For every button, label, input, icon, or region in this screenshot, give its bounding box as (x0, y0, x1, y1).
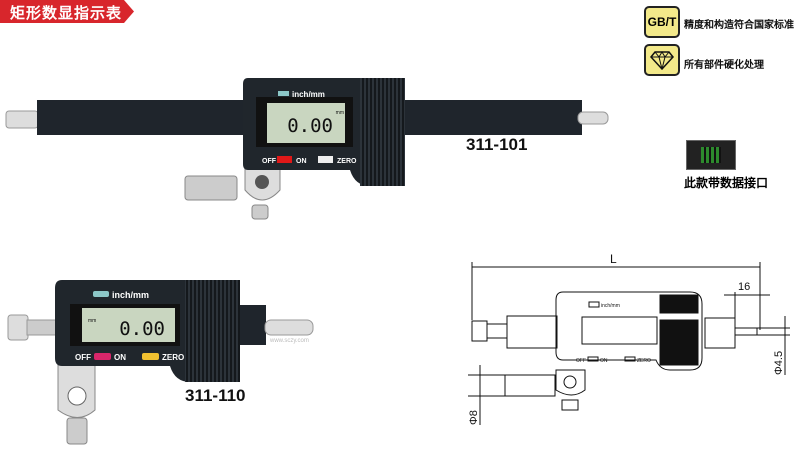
lcd-reading: 0.00 (287, 115, 333, 137)
rod-diameter-label: Φ8 (468, 410, 480, 425)
off-label: OFF (262, 158, 277, 165)
on-label: ON (114, 353, 126, 362)
data-port-text: 此款带数据接口 (684, 176, 769, 190)
data-port-icon (686, 140, 736, 170)
power-button[interactable] (94, 353, 111, 360)
watermark: www.sczy.com (269, 338, 309, 344)
lcd-unit: mm (336, 110, 344, 116)
zero-label: ZERO (337, 158, 357, 165)
feature-standard-text: 精度和构造符合国家标准 (684, 20, 794, 31)
dimension-drawing: L inch/mm OFF ON ZERO 16 Φ4.5 Φ8 (468, 252, 790, 425)
zero-button[interactable] (318, 156, 333, 163)
drawing-zero-label: ZERO (637, 358, 651, 364)
model-number: 311-101 (466, 135, 528, 154)
lcd-unit: mm (88, 318, 96, 324)
drawing-unit-label: inch/mm (601, 303, 620, 309)
unit-toggle-label: inch/mm (292, 90, 325, 99)
gauge-311-110-image: inch/mm mm 0.00 OFF ON ZERO www.sczy.com (7, 280, 314, 445)
on-label: ON (296, 158, 307, 165)
page-title: 矩形数显指示表 (10, 4, 123, 22)
lcd-reading: 0.00 (119, 318, 165, 340)
title-banner-shape (0, 0, 134, 23)
model-number: 311-110 (185, 386, 246, 405)
drawing-on-label: ON (600, 358, 608, 364)
dim-16-label: 16 (738, 281, 750, 293)
diamond-icon (644, 44, 680, 76)
zero-button[interactable] (142, 353, 159, 360)
gbt-standard-icon: GB/T (644, 6, 680, 38)
zero-label: ZERO (162, 353, 184, 362)
tip-diameter-label: Φ4.5 (773, 351, 785, 375)
gbt-badge-text: GB/T (647, 15, 677, 29)
drawing-off-label: OFF (576, 358, 586, 364)
off-label: OFF (75, 353, 91, 362)
length-label: L (610, 252, 617, 266)
power-button[interactable] (277, 156, 292, 163)
gauge-311-101-image: inch/mm 0.00 mm OFF ON ZERO (5, 78, 609, 220)
feature-hardened-text: 所有部件硬化处理 (684, 60, 764, 71)
unit-toggle-label: inch/mm (112, 290, 149, 300)
